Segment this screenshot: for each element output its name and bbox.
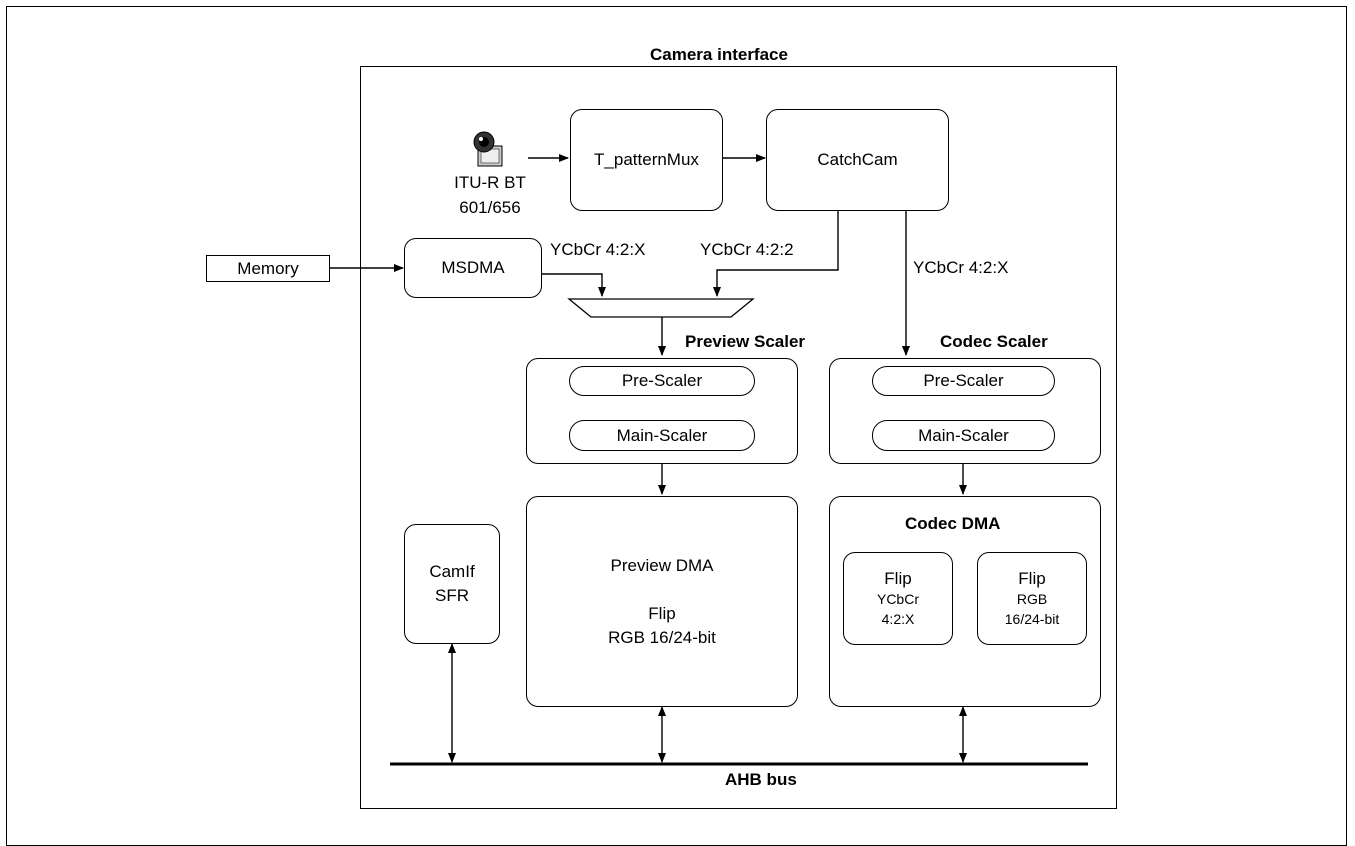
flip-rgb-block: Flip RGB 16/24-bit [977, 552, 1087, 645]
camif-sfr-block: CamIf SFR [404, 524, 500, 644]
camera-icon [473, 131, 503, 167]
source-label-line2: 601/656 [459, 198, 521, 217]
catchcam-codec-signal: YCbCr 4:2:X [913, 258, 1009, 277]
catchcam-block: CatchCam [766, 109, 949, 211]
memory-block: Memory [206, 255, 330, 282]
camif-sfr-line2: SFR [435, 586, 469, 605]
preview-scaler-title: Preview Scaler [685, 332, 806, 351]
codec-scaler-title: Codec Scaler [940, 332, 1048, 351]
diagram-title: Camera interface [650, 45, 788, 64]
camera-interface-boundary [360, 66, 1117, 809]
codec-pre-scaler: Pre-Scaler [872, 366, 1055, 396]
msdma-output-signal: YCbCr 4:2:X [550, 240, 646, 259]
preview-dma-flip: Flip [648, 603, 676, 623]
preview-dma-block: Preview DMA Flip RGB 16/24-bit [526, 496, 798, 707]
flip-ycbcr-ratio: 4:2:X [881, 610, 915, 627]
preview-input-mux [567, 298, 755, 318]
t-pattern-mux-block: T_patternMux [570, 109, 723, 211]
catchcam-to-mux-arrow [713, 211, 839, 297]
camif-sfr-line1: CamIf [429, 562, 475, 581]
codec-dma-title: Codec DMA [905, 514, 1001, 533]
flip-ycbcr-title: Flip [884, 568, 912, 588]
ahb-bus-label: AHB bus [725, 770, 797, 789]
source-label-line1: ITU-R BT [454, 173, 526, 192]
msdma-block: MSDMA [404, 238, 542, 298]
catchcam-preview-signal: YCbCr 4:2:2 [700, 240, 794, 259]
msdma-to-mux-arrow [541, 273, 606, 297]
preview-main-scaler: Main-Scaler [569, 420, 755, 451]
source-label: ITU-R BT 601/656 [440, 170, 540, 220]
flip-rgb-depth: 16/24-bit [1004, 610, 1060, 627]
flip-rgb-format: RGB [1016, 590, 1048, 607]
preview-pre-scaler: Pre-Scaler [569, 366, 755, 396]
flip-rgb-title: Flip [1018, 568, 1046, 588]
codec-main-scaler: Main-Scaler [872, 420, 1055, 451]
flip-ycbcr-block: Flip YCbCr 4:2:X [843, 552, 953, 645]
flip-ycbcr-format: YCbCr [876, 590, 919, 607]
preview-dma-label: Preview DMA [610, 555, 714, 575]
preview-dma-format: RGB 16/24-bit [608, 627, 716, 647]
